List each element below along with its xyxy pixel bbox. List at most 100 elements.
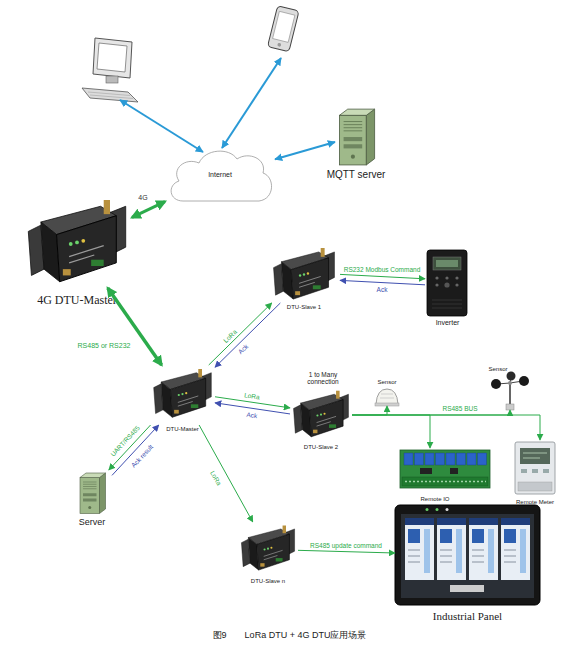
computer-icon [82, 88, 138, 102]
inverter-illustration [433, 257, 461, 270]
inverter-illustration [436, 260, 458, 267]
remote-io-board [446, 453, 455, 465]
connector-arrow [340, 280, 425, 284]
industrial-panel-illustration [501, 518, 530, 525]
server-icon [80, 473, 106, 514]
connector-label: Ack [237, 343, 250, 356]
inverter-illustration [432, 300, 462, 308]
node-label: Internet [208, 171, 232, 179]
figure-caption: 图9 LoRa DTU + 4G DTU应用场景 [0, 631, 579, 641]
connector-label: Ack [377, 286, 388, 293]
industrial-panel-illustration [440, 529, 452, 543]
industrial-panel-illustration [405, 518, 434, 525]
sensor-illustration [376, 389, 398, 404]
internet-link-line [120, 58, 281, 152]
node-label: Industrial Panel [433, 610, 502, 622]
dtu-node: 4G DTU-Master [22, 200, 132, 288]
remote-io-board [425, 453, 434, 465]
anemometer-illustration [491, 372, 529, 411]
connector-label: RS232 Modbus Command [344, 266, 421, 273]
server-icon [339, 109, 374, 165]
node-label: DTU-Slave 2 [304, 444, 338, 451]
industrial-panel-illustration [426, 508, 429, 511]
panel-node: Industrial Panel [395, 505, 540, 605]
industrial-panel-illustration [408, 529, 420, 543]
dtu-node: DTU-Slave 1 [268, 248, 340, 303]
note-label: 1 to Many connection [300, 371, 346, 385]
connector-label: RS485 BUS [442, 405, 477, 412]
sensor-illustration [375, 403, 399, 406]
remote-io-board [415, 453, 424, 465]
industrial-panel-illustration [446, 508, 449, 511]
meter-node: Remote Meter [513, 440, 557, 495]
dtu-device [274, 248, 335, 299]
inverter-illustration [455, 276, 458, 279]
inverter-illustration [435, 276, 438, 279]
remote-meter-illustration [532, 469, 538, 473]
remote-meter-illustration [515, 442, 555, 494]
industrial-panel-illustration [424, 529, 430, 573]
dtu-device [241, 526, 294, 571]
remote-io-board [405, 481, 486, 483]
anemometer-illustration [508, 381, 512, 385]
internet-link-line [222, 58, 281, 148]
industrial-panel-illustration [405, 518, 530, 580]
remote-io-board [436, 453, 445, 465]
dtu-device [294, 391, 349, 437]
sensor-node: Sensor [490, 375, 530, 410]
node-label: 4G DTU-Master [37, 294, 117, 307]
industrial-panel-illustration [504, 529, 516, 543]
industrial-panel-illustration [395, 505, 540, 605]
connector-arrow [352, 406, 387, 415]
connector-label: LoRa [244, 391, 260, 400]
connector-arrow [275, 142, 335, 159]
computer-icon [88, 92, 133, 99]
dtu-node: DTU-Slave 2 [290, 388, 352, 443]
remote-meter-illustration [520, 448, 550, 464]
phone-icon [268, 6, 300, 52]
sensor-illustration [380, 394, 394, 398]
remote-meter-illustration [518, 482, 552, 491]
connector-label: 4G [138, 194, 147, 202]
phone-icon [268, 6, 300, 52]
remote-io-board [478, 453, 487, 465]
connector-arrow [340, 274, 425, 278]
io-node: Remote IO [400, 448, 490, 490]
cloud-outline [171, 151, 271, 201]
industrial-panel-illustration [450, 585, 484, 592]
anemometer-illustration [507, 372, 516, 381]
inverter-illustration [444, 282, 449, 287]
dtu-device [28, 200, 125, 282]
inverter-illustration [435, 283, 438, 286]
dtu-device [28, 200, 125, 282]
dtu-device [154, 369, 212, 417]
industrial-panel-illustration [501, 518, 530, 580]
computer-icon [97, 43, 127, 72]
industrial-panel-illustration [469, 518, 498, 580]
remote-meter-illustration [521, 469, 527, 473]
industrial-panel-illustration [456, 529, 462, 573]
connector-label: Ack result [130, 443, 155, 469]
connector-arrow [132, 202, 165, 218]
internet-link-line [120, 100, 203, 152]
connector-arrow [209, 303, 272, 365]
inverter-node: Inverter [425, 248, 470, 318]
industrial-panel-illustration [437, 518, 466, 580]
dtu-node: DTU-Slave n [238, 522, 298, 577]
connector-label: RS485 or RS232 [78, 342, 131, 350]
server-icon [80, 473, 106, 514]
anemometer-illustration [519, 376, 529, 386]
connector-label: LoRa [222, 328, 238, 344]
inverter-illustration [455, 283, 458, 286]
industrial-panel-illustration [520, 529, 526, 573]
anemometer-illustration [506, 404, 514, 410]
node-label: MQTT server [327, 169, 386, 180]
node-label: Server [79, 518, 106, 528]
remote-io-board [400, 450, 490, 488]
connector-arrow [352, 410, 510, 415]
connector-arrow [298, 550, 395, 553]
server-node: Server [72, 470, 112, 515]
